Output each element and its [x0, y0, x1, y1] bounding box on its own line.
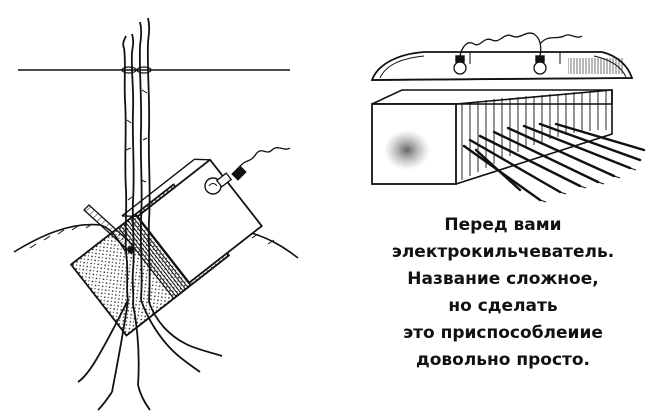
cutting-stem-left — [122, 35, 129, 301]
hood-wire — [459, 32, 583, 57]
caption-text: Перед вами электрокильчеватель. Название… — [348, 212, 658, 374]
caption-line-4: но сделать — [448, 296, 558, 316]
bulb-icon — [204, 172, 233, 195]
caption-line-2: электрокильчеватель. — [391, 242, 615, 262]
lamp-housing — [136, 158, 264, 284]
caption-line-1: Перед вами — [444, 215, 562, 235]
caption-line-3: Название сложное, — [407, 269, 599, 289]
tray-cuttings — [462, 122, 646, 202]
roots — [77, 299, 223, 411]
caption-line-6: довольно просто. — [415, 350, 591, 370]
left-figure — [13, 17, 299, 411]
caption-line-5: это приспособлеиие — [403, 323, 603, 343]
cutting-stem-right — [138, 21, 143, 301]
power-wire — [237, 147, 291, 171]
tray-top — [371, 89, 613, 105]
lamp-hood — [370, 51, 634, 81]
hood-bulb-2-icon — [533, 55, 547, 75]
hood-bulb-1-icon — [453, 55, 467, 75]
right-figure — [370, 32, 646, 203]
